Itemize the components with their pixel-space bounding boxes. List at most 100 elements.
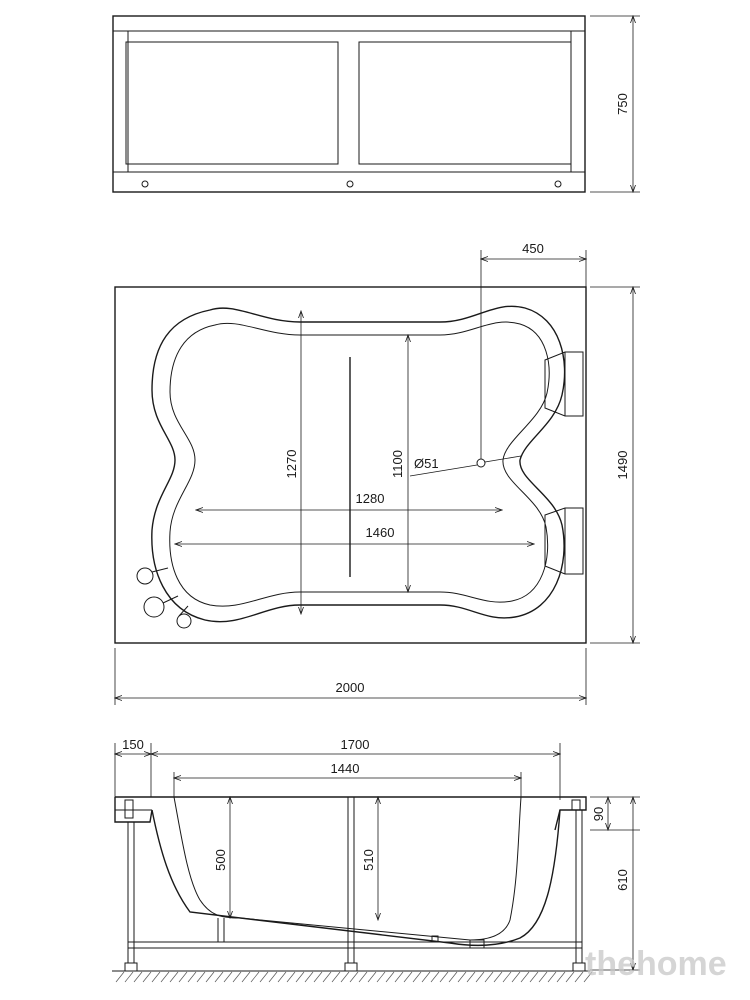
bottom-length-label: 1440 [331,761,360,776]
side-drain [469,939,485,949]
inner-width-dimension: 1270 [284,311,301,614]
floor-hatch-line [529,971,539,983]
floor-hatch-line [457,971,467,983]
floor-hatch-line [574,971,584,983]
foot-center [344,962,358,972]
drain-offset-label: 450 [522,241,544,256]
floor-hatch-line [268,971,278,983]
floor-hatch-line [115,971,125,983]
inner-width-narrow-dimension: 1100 [390,335,408,592]
floor-hatch-line [349,971,359,983]
floor-hatch-line [223,971,233,983]
floor-hatch-line [160,971,170,983]
floor-hatch-line [583,971,593,983]
side-basin-outer [151,809,561,946]
floor-hatch-line [187,971,197,983]
top-view: 1270 1100 1280 1460 Ø51 450 [115,241,640,705]
floor-hatch-line [259,971,269,983]
faucet-handles [136,567,192,629]
front-foot-hole-right [554,180,562,188]
width-dimension: 2000 [115,648,586,705]
headrest-lower [544,507,584,575]
rim-height-dimension: 90 [590,797,640,830]
depth-label: 1490 [615,451,630,480]
front-panel-window-left [125,41,339,165]
foot-left [124,962,138,972]
front-panel-window-right [358,41,572,165]
drain-diameter-label: Ø51 [414,456,439,471]
side-rim [114,796,587,831]
width-label: 2000 [336,680,365,695]
floor-hatch-line [169,971,179,983]
floor-hatch-line [322,971,332,983]
basin-inner-contour [169,321,550,607]
floor-hatch-line [367,971,377,983]
floor-hatch-line [214,971,224,983]
floor-hatch-line [241,971,251,983]
bottom-length-dimension: 1440 [174,761,521,797]
front-height-dimension: 750 [590,16,640,192]
inner-length-dimension: 1460 [175,525,534,544]
floor-hatch-line [493,971,503,983]
foot-right [572,962,586,972]
support-frame [124,797,586,972]
floor-hatch-line [547,971,557,983]
drain: Ø51 [409,250,522,477]
floor-hatch-line [331,971,341,983]
top-length-dimension: 1700 [151,737,560,800]
floor-hatch-line [511,971,521,983]
top-outer-outline [114,286,587,644]
front-panel-frame [127,30,572,173]
inner-length-label: 1460 [366,525,395,540]
front-foot-hole-center [346,180,354,188]
floor-hatch-line [502,971,512,983]
floor-hatch-line [484,971,494,983]
front-panel-outline [112,15,586,193]
floor-hatch-line [421,971,431,983]
floor-hatch-line [520,971,530,983]
floor-hatch-line [133,971,143,983]
floor-hatch-line [295,971,305,983]
front-view: 750 [112,15,640,193]
floor-hatch-line [439,971,449,983]
floor-hatch-line [430,971,440,983]
floor-hatch-line [358,971,368,983]
floor-hatch-line [556,971,566,983]
basin-outer-contour [151,305,566,623]
floor-hatch-line [196,971,206,983]
total-height-dimension: 610 [590,797,640,970]
top-length-label: 1700 [341,737,370,752]
floor-hatch-line [124,971,134,983]
drain-hole [476,458,486,468]
floor-hatch-line [250,971,260,983]
floor-hatch-line [565,971,575,983]
floor-hatch-line [466,971,476,983]
floor-hatch-line [277,971,287,983]
floor-hatch-line [376,971,386,983]
rim-height-label: 90 [591,807,606,821]
floor-hatch-line [232,971,242,983]
floor-hatch-line [178,971,188,983]
inner-narrow-length-dimension: 1280 [196,491,502,510]
inner-narrow-length-label: 1280 [356,491,385,506]
depth-right-label: 510 [361,849,376,871]
floor-hatch-line [412,971,422,983]
rim-label: 150 [122,737,144,752]
floor-hatch-line [313,971,323,983]
floor-hatch-line [448,971,458,983]
drain-offset-dimension: 450 [481,241,586,287]
front-height-label: 750 [615,93,630,115]
total-height-label: 610 [615,869,630,891]
floor-hatch [112,970,593,983]
floor-hatch-line [385,971,395,983]
floor-hatch-line [151,971,161,983]
rim-dimension: 150 [115,737,151,797]
watermark: thehome [585,945,727,983]
inner-width-label: 1270 [284,450,299,479]
floor-hatch-line [286,971,296,983]
floor-hatch-line [304,971,314,983]
depth-left-dimension: 500 [213,797,230,918]
depth-right-dimension: 510 [361,797,378,920]
floor-hatch-line [340,971,350,983]
